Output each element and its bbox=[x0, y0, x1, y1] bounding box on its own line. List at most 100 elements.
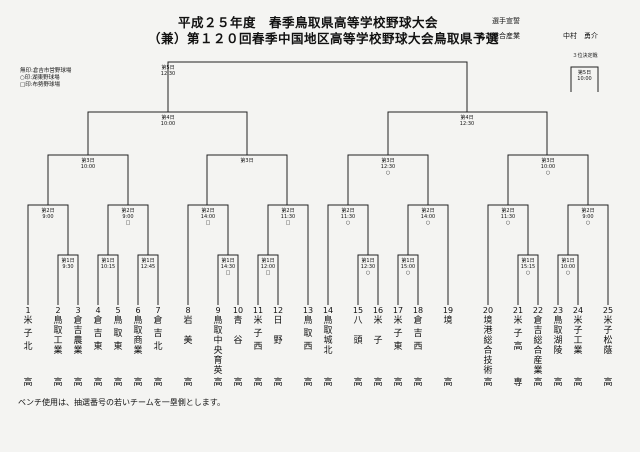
team-number: 23 bbox=[552, 306, 564, 315]
bracket-qf1 bbox=[47, 154, 129, 205]
team-name-char: 日 bbox=[273, 316, 283, 326]
team-name-char: 高 bbox=[393, 378, 403, 388]
team-number: 3 bbox=[75, 306, 81, 315]
bracket-r1-4 bbox=[217, 254, 239, 305]
title-line-1: 平成２５年度 春季鳥取県高等学校野球大会 bbox=[178, 15, 439, 30]
match-day: 第1日 bbox=[221, 258, 235, 264]
match-time: 11:30 bbox=[280, 214, 296, 220]
match-time: 12:00 bbox=[260, 264, 276, 270]
team-name-char: 倉 bbox=[413, 316, 423, 326]
team-name-char: 取 bbox=[53, 326, 63, 336]
team-name-char: 北 bbox=[23, 342, 33, 352]
team-name-char: 高 bbox=[23, 378, 33, 388]
team-number: 19 bbox=[442, 306, 454, 315]
match-day: 第5日 bbox=[161, 65, 175, 71]
team-number: 14 bbox=[322, 306, 334, 315]
match-time: 14:00 bbox=[420, 214, 436, 220]
team-name-char: 合 bbox=[533, 346, 543, 356]
team-number: 22 bbox=[532, 306, 544, 315]
team-name-char: 鳥 bbox=[53, 316, 63, 326]
team-number: 15 bbox=[352, 306, 364, 315]
match-day: 第3日 bbox=[81, 158, 95, 164]
team-name-char: 吉 bbox=[413, 329, 423, 339]
match-venue: ○ bbox=[545, 170, 551, 176]
bracket-r1-9 bbox=[557, 254, 579, 305]
bracket-r1-1 bbox=[57, 254, 79, 305]
team-name-char: 高 bbox=[353, 378, 363, 388]
bracket-r1-5 bbox=[257, 254, 279, 305]
team-name-char: 業 bbox=[133, 346, 143, 356]
bracket-r1-2 bbox=[97, 254, 119, 305]
team-name-char: 専 bbox=[513, 378, 523, 388]
match-time: 10:00 bbox=[160, 121, 176, 127]
team-name-char: 高 bbox=[603, 378, 613, 388]
team-number: 11 bbox=[252, 306, 264, 315]
team-name-char: 米 bbox=[603, 316, 613, 326]
team-name-char: 青 bbox=[233, 316, 243, 326]
team-name-char: 高 bbox=[303, 378, 313, 388]
bracket-r1-8 bbox=[517, 254, 539, 305]
team-name-char: 高 bbox=[93, 378, 103, 388]
match-time: 11:30 bbox=[340, 214, 356, 220]
team-name-char: 鳥 bbox=[133, 316, 143, 326]
team-name-char: 境 bbox=[443, 316, 453, 326]
team-name-char: 技 bbox=[483, 356, 493, 366]
team-number: 6 bbox=[135, 306, 141, 315]
match-time: 12:45 bbox=[140, 264, 156, 270]
match-time: 10:15 bbox=[100, 264, 116, 270]
team-name-char: 東 bbox=[393, 342, 403, 352]
bracket-sf-right bbox=[387, 111, 548, 155]
team-name-char: 高 bbox=[553, 378, 563, 388]
match-day: 第3日 bbox=[381, 158, 395, 164]
team-name-char: 工 bbox=[53, 336, 63, 346]
team-name-char: 央 bbox=[213, 346, 223, 356]
team-name-char: 北 bbox=[153, 342, 163, 352]
bracket-r2-7 bbox=[487, 204, 529, 305]
match-venue: ○ bbox=[345, 220, 351, 226]
team-name-char: 商 bbox=[133, 336, 143, 346]
team-name-char: 美 bbox=[183, 336, 193, 346]
match-time: 14:00 bbox=[200, 214, 216, 220]
team-name-char: 倉 bbox=[153, 316, 163, 326]
match-time: 9:00 bbox=[582, 214, 594, 220]
team-name-char: 吉 bbox=[93, 329, 103, 339]
match-time: 10:00 bbox=[560, 264, 576, 270]
match-venue: □ bbox=[225, 270, 231, 276]
team-name-char: 吉 bbox=[153, 329, 163, 339]
team-name-char: 高 bbox=[323, 378, 333, 388]
team-name-char: 東 bbox=[113, 342, 123, 352]
match-venue: ○ bbox=[405, 270, 411, 276]
bracket-r2-6 bbox=[407, 204, 449, 305]
team-number: 12 bbox=[272, 306, 284, 315]
match-day: 第3日 bbox=[541, 158, 555, 164]
team-name-char: 高 bbox=[233, 378, 243, 388]
team-name-char: 北 bbox=[323, 346, 333, 356]
match-day: 第1日 bbox=[261, 258, 275, 264]
team-name-char: 岩 bbox=[183, 316, 193, 326]
team-name-char: 頭 bbox=[353, 336, 363, 346]
team-name-char: 英 bbox=[213, 366, 223, 376]
team-name-char: 城 bbox=[323, 336, 333, 346]
bracket-r2-2 bbox=[107, 204, 149, 255]
team-name-char: 谷 bbox=[233, 336, 243, 346]
team-name-char: 高 bbox=[133, 378, 143, 388]
